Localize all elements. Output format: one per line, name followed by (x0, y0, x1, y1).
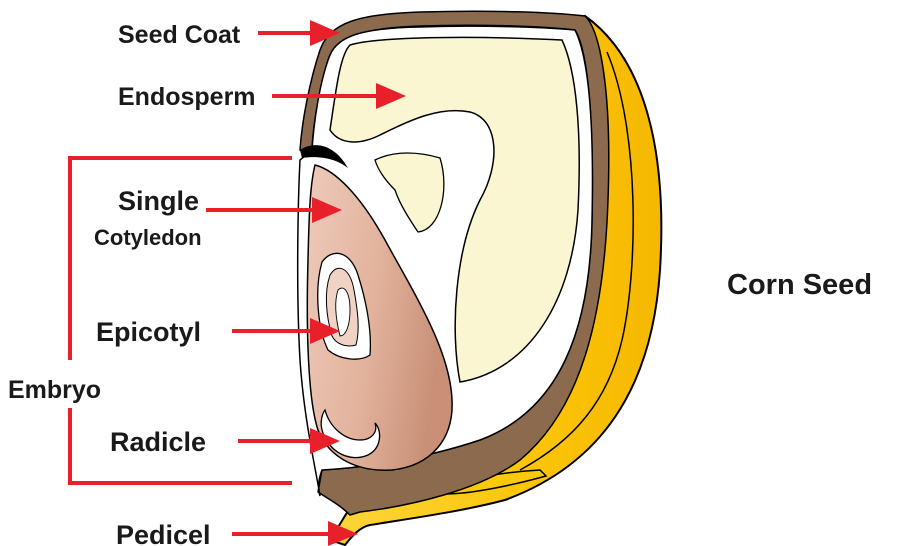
diagram-title: Corn Seed (727, 269, 872, 301)
label-single: Single (118, 186, 199, 216)
label-pedicel: Pedicel (116, 520, 211, 546)
label-cotyledon: Cotyledon (94, 225, 202, 250)
label-embryo: Embryo (8, 376, 101, 404)
corn-seed-illustration (298, 11, 662, 545)
label-seed-coat: Seed Coat (118, 21, 241, 49)
label-epicotyl: Epicotyl (96, 317, 201, 347)
label-endosperm: Endosperm (118, 83, 256, 111)
label-radicle: Radicle (110, 427, 206, 457)
